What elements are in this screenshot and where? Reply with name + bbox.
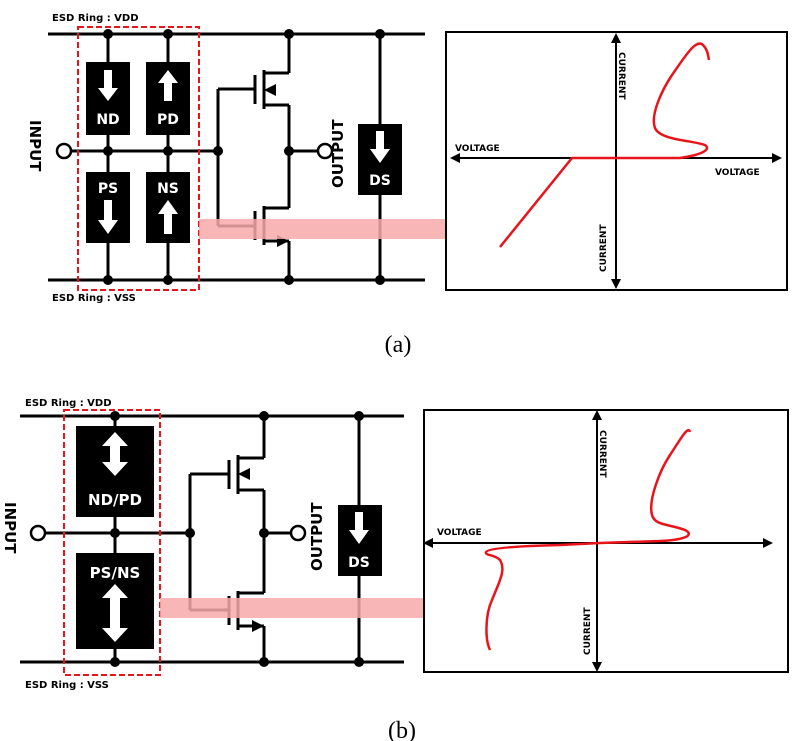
ndpd-device-b: ND/PD <box>76 426 154 517</box>
current-label-bottom-a: CURRENT <box>599 224 609 272</box>
voltage-label-left-a: VOLTAGE <box>455 144 500 154</box>
inverter-a <box>216 34 318 280</box>
iv-curve-b <box>484 429 692 651</box>
input-terminal-b <box>29 524 47 542</box>
iv-curve-a <box>499 42 711 248</box>
psns-device-b: PS/NS <box>76 553 154 649</box>
output-terminal-b <box>289 524 307 542</box>
input-label-b: INPUT <box>1 502 19 554</box>
pmos-arrow-a <box>264 84 276 96</box>
panel-b: ESD Ring : VDD ESD Ring : VSS INPUT ND/P… <box>1 398 789 691</box>
nd-label-a: ND <box>96 112 119 128</box>
current-label-bottom-b: CURRENT <box>583 607 593 655</box>
voltage-label-b: VOLTAGE <box>437 528 482 538</box>
current-label-top-b: CURRENT <box>597 430 607 478</box>
esd-ring-vss-label-a: ESD Ring : VSS <box>52 293 136 304</box>
pd-device-a: PD <box>146 62 190 135</box>
pmos-arrow-b <box>238 468 250 480</box>
ns-device-a: NS <box>146 172 190 243</box>
output-label-b: OUTPUT <box>308 502 326 571</box>
input-terminal-a <box>55 142 73 160</box>
ds-label-b: DS <box>348 555 370 571</box>
esd-ring-vss-label-b: ESD Ring : VSS <box>25 680 109 691</box>
pink-arrow-a <box>199 204 480 254</box>
pink-arrow-b <box>160 583 457 633</box>
ps-label-a: PS <box>98 181 118 197</box>
caption-b: (b) <box>388 718 416 741</box>
ndpd-label-b: ND/PD <box>88 491 142 509</box>
ns-label-a: NS <box>157 181 179 197</box>
output-terminal-a <box>316 142 334 160</box>
ps-device-a: PS <box>86 172 130 243</box>
nd-device-a: ND <box>86 62 130 135</box>
caption-a: (a) <box>385 332 412 358</box>
ds-device-a: DS <box>358 124 402 195</box>
esd-ring-vdd-label-a: ESD Ring : VDD <box>52 13 139 24</box>
psns-label-b: PS/NS <box>90 564 141 582</box>
ds-device-b: DS <box>338 505 382 576</box>
nmos-arrow-b <box>252 620 264 632</box>
inverter-b <box>188 416 291 662</box>
current-label-top-a: CURRENT <box>616 52 626 100</box>
input-label-a: INPUT <box>26 120 44 172</box>
output-label-a: OUTPUT <box>329 119 347 188</box>
panel-a: ESD Ring : VDD ESD Ring : VSS INPUT ND P… <box>26 13 788 304</box>
pd-label-a: PD <box>157 112 179 128</box>
esd-ring-vdd-label-b: ESD Ring : VDD <box>25 398 112 409</box>
voltage-label-right-a: VOLTAGE <box>715 168 760 178</box>
esd-dashed-box-b <box>63 409 161 676</box>
ds-label-a: DS <box>369 173 391 189</box>
esd-dashed-box-a <box>77 26 200 291</box>
